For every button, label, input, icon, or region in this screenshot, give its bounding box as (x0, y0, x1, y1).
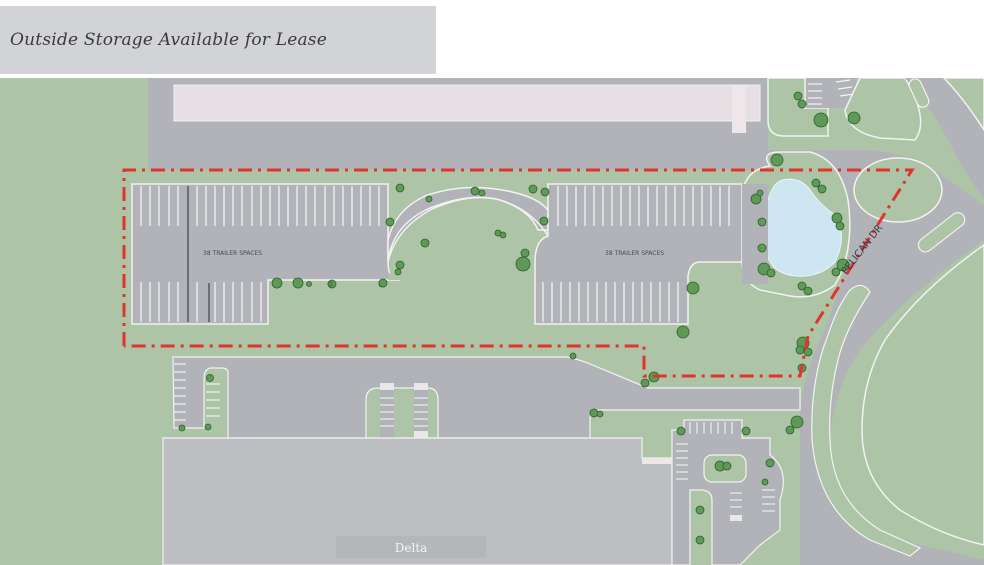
sw-parking-stripes (174, 363, 220, 421)
se-parking-stripes (676, 422, 775, 512)
west-lot-label: 38 TRAILER SPACES (203, 250, 262, 257)
delta-building-label: Delta (395, 541, 428, 555)
east-trailer-lot (534, 183, 743, 325)
median-ne (908, 78, 930, 108)
title-banner: Outside Storage Available for Lease (0, 6, 436, 74)
curved-drive-edge-outer (387, 196, 549, 263)
west-lot-stripes-north (140, 186, 380, 226)
center-stall-left (380, 383, 394, 438)
se-parking-cluster (671, 419, 784, 565)
east-grass (861, 244, 984, 546)
lease-boundary (122, 168, 915, 378)
site-plan-map: 38 TRAILER SPACES 38 TRAILER SPACES Delt… (0, 78, 984, 565)
east-lot-label: 38 TRAILER SPACES (605, 250, 664, 257)
north-building (173, 84, 761, 122)
walkway (642, 458, 672, 464)
page-title: Outside Storage Available for Lease (10, 30, 327, 50)
delta-label-plate (336, 536, 486, 558)
east-lot-stripes-north (557, 186, 730, 226)
north-building-dock (732, 85, 746, 133)
east-lot-stripes-south (542, 282, 679, 322)
center-stall-stripes (380, 397, 428, 427)
curved-median (811, 284, 922, 557)
se-accessible-space (730, 515, 742, 521)
center-stall-right (414, 383, 428, 438)
ne-road (905, 78, 984, 200)
accessible-hatch-marks (380, 383, 428, 438)
median-east (917, 212, 966, 253)
west-lot-stripes-south (140, 282, 262, 322)
